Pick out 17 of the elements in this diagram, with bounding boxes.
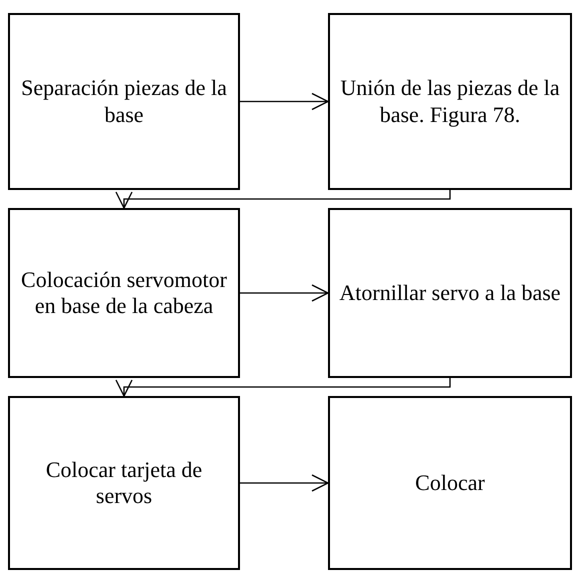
arrow [240, 92, 329, 110]
step-text: Colocar tarjeta de servos [44, 456, 204, 510]
step-text: Colocar [415, 470, 485, 496]
arrow [115, 190, 451, 209]
process-box [328, 13, 572, 190]
process-box [8, 396, 240, 570]
step-text: Atornillar servo a la base [339, 280, 561, 306]
process-box [328, 396, 572, 570]
process-box [328, 208, 572, 378]
process-box [8, 208, 240, 378]
step-text: Separación piezas de la base [20, 75, 228, 128]
arrow [240, 474, 329, 492]
process-box [8, 13, 240, 190]
arrow [115, 378, 451, 397]
step-text: Colocación servomotor en base de la cabeza [20, 266, 228, 320]
step-text: Unión de las piezas de la base. Figura 78. [339, 75, 561, 128]
arrow [240, 284, 329, 302]
